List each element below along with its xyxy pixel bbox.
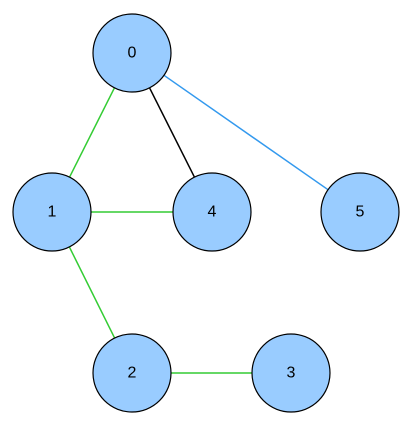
node-0: 0 [92, 13, 172, 93]
node-circle-4 [172, 172, 252, 252]
node-label-0: 0 [128, 45, 137, 62]
edge-0-1 [68, 87, 116, 178]
node-circle-3 [251, 333, 331, 413]
node-circle-5 [320, 172, 400, 252]
edge-1-2 [68, 246, 116, 339]
node-circle-2 [92, 333, 172, 413]
edge-0-4 [148, 87, 196, 178]
node-label-2: 2 [128, 365, 137, 382]
node-2: 2 [92, 333, 172, 413]
node-label-5: 5 [356, 204, 365, 221]
node-4: 4 [172, 172, 252, 252]
node-circle-0 [92, 13, 172, 93]
node-1: 1 [12, 172, 92, 252]
node-circle-1 [12, 172, 92, 252]
node-label-4: 4 [208, 204, 217, 221]
edges-layer [68, 74, 329, 374]
node-3: 3 [251, 333, 331, 413]
node-5: 5 [320, 172, 400, 252]
node-label-1: 1 [48, 204, 57, 221]
edge-0-5 [163, 74, 329, 191]
node-label-3: 3 [287, 365, 296, 382]
nodes-layer: 0 1 4 5 2 3 [12, 13, 400, 413]
